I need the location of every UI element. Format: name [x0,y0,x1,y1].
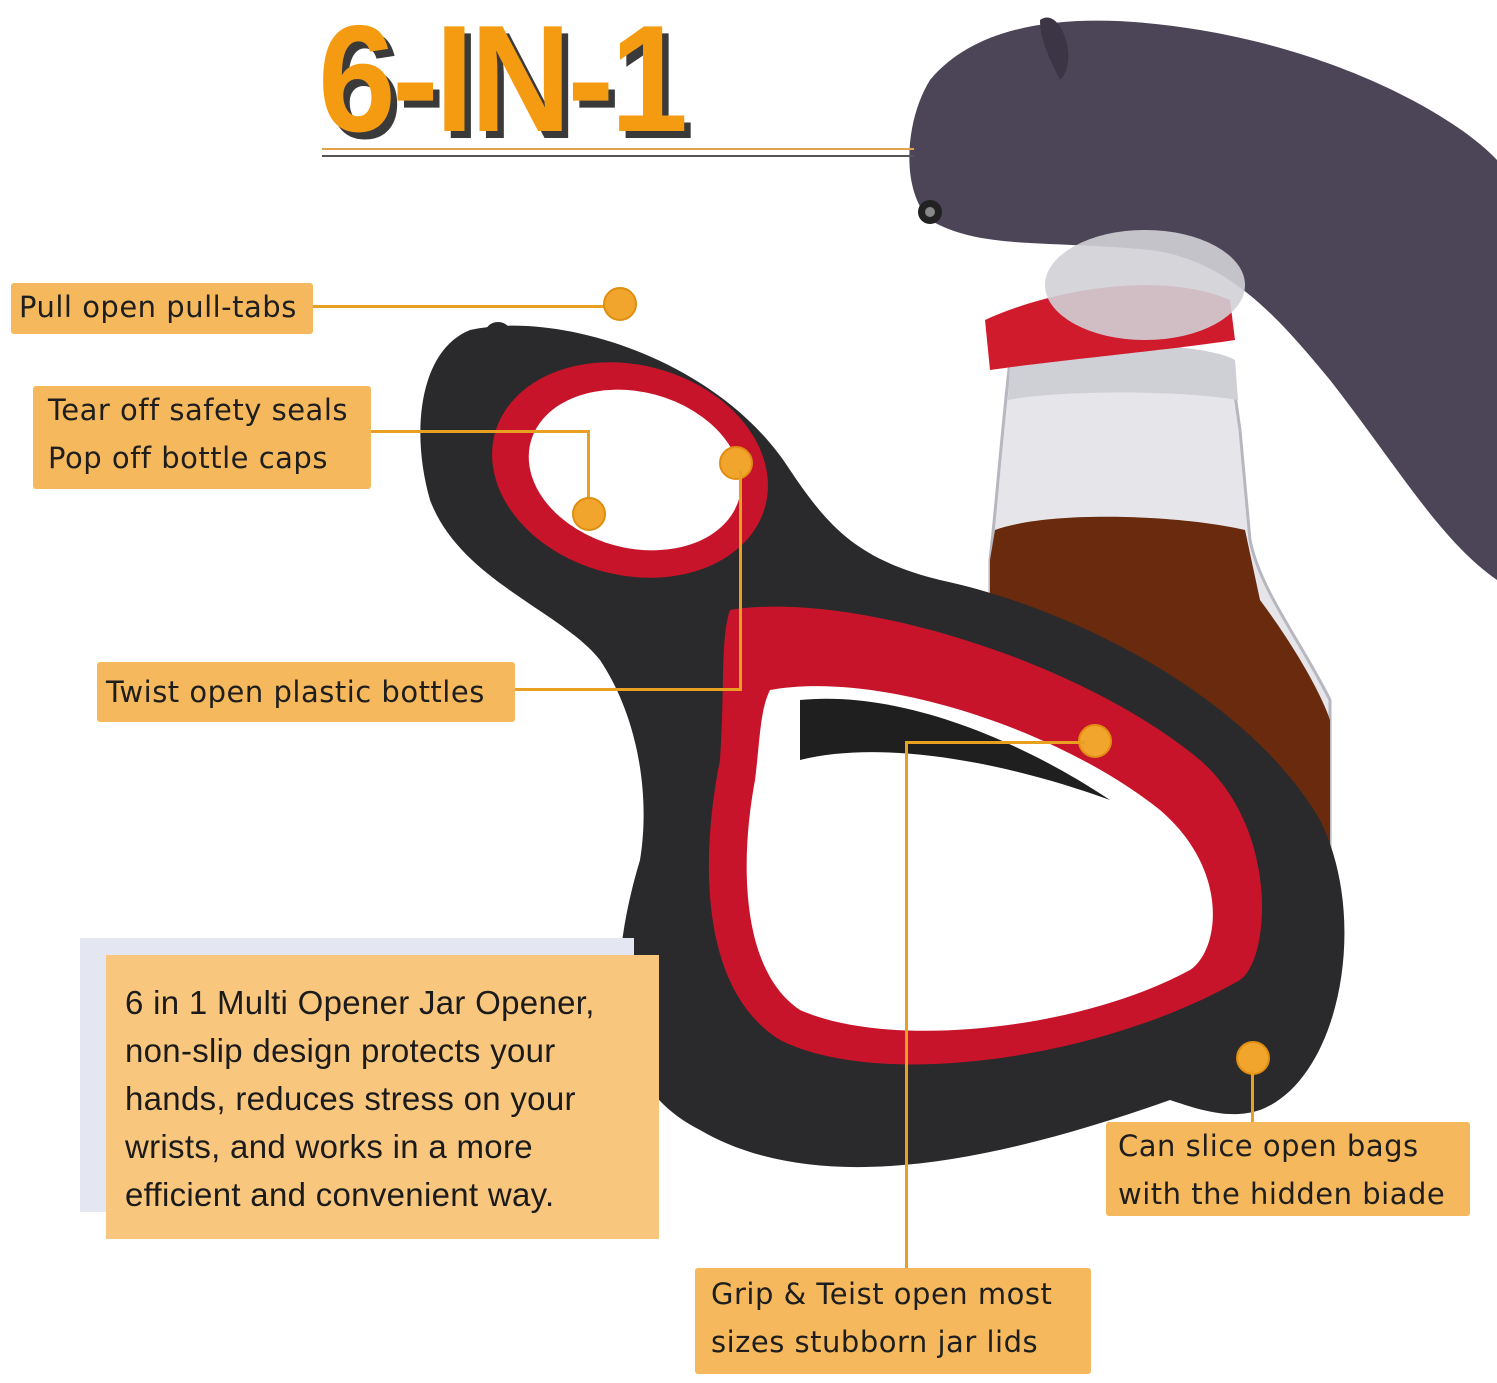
marker-dot-bottle-caps [572,497,606,531]
description-line: hands, reduces stress on your [125,1080,576,1117]
marker-dot-plastic-bottles [719,446,753,480]
title-underline [322,148,914,157]
connector-line-plastic-v [739,470,742,690]
callout-safety-seals-text: Tear off safety seals [48,393,348,427]
callout-plastic-bottles: Twist open plastic bottles [97,662,515,722]
page-title: 6-IN-1 [318,0,688,164]
description-line: wrists, and works in a more [125,1128,533,1165]
connector-line-seals-v [587,430,590,510]
connector-line-seals-h [370,430,590,433]
description-line: efficient and convenient way. [125,1176,555,1213]
connector-line-blade-v [1251,1070,1254,1122]
callout-bottle-caps-text: Pop off bottle caps [48,441,328,475]
connector-line-plastic-h [515,688,742,691]
callout-jar-lids-line1: Grip & Teist open most [711,1277,1053,1311]
callout-jar-lids-line2: sizes stubborn jar lids [711,1325,1039,1359]
callout-seals-caps: Tear off safety seals Pop off bottle cap… [33,386,371,489]
connector-line-jar-h [905,741,1085,744]
callout-plastic-bottles-text: Twist open plastic bottles [106,675,485,709]
callout-pull-tabs: Pull open pull-tabs [11,283,313,334]
callout-jar-lids: Grip & Teist open most sizes stubborn ja… [695,1268,1091,1374]
callout-pull-tabs-text: Pull open pull-tabs [19,290,297,324]
description-line: 6 in 1 Multi Opener Jar Opener, [125,984,595,1021]
callout-hidden-blade: Can slice open bags with the hidden biad… [1106,1122,1470,1216]
marker-dot-hidden-blade [1236,1041,1270,1075]
callout-slice-bags-line1: Can slice open bags [1118,1129,1419,1163]
marker-dot-pull-tabs [603,287,637,321]
description-box: 6 in 1 Multi Opener Jar Opener, non-slip… [106,955,659,1239]
connector-line-jar-v [905,741,908,1269]
callout-slice-bags-line2: with the hidden biade [1118,1177,1446,1211]
description-line: non-slip design protects your [125,1032,556,1069]
connector-line-pull-tabs [313,305,623,308]
